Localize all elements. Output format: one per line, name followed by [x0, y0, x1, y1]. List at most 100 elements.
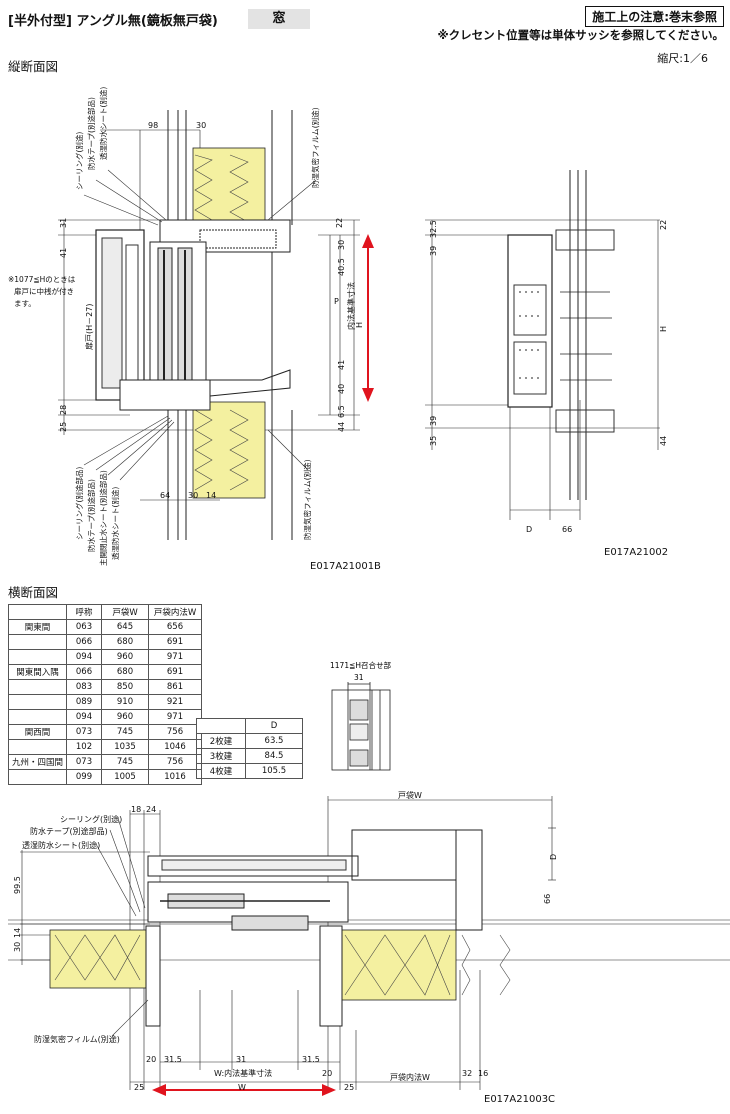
- table-cell: [7, 679, 68, 695]
- dim-98: 98: [148, 121, 158, 130]
- h-label-film: 防湿気密フィルム(別途): [34, 1034, 120, 1044]
- h-dim-25b: 25: [344, 1083, 354, 1092]
- table-cell: 九州・四国間: [7, 754, 68, 770]
- table-cell: [7, 694, 68, 710]
- note-line-1: ※1077≦Hのときは: [8, 275, 76, 284]
- table-cell: [7, 709, 68, 725]
- scale-label: 縮尺:1／6: [657, 52, 708, 65]
- label-sheet-3: 透湿防水シート(別途): [110, 487, 120, 560]
- dim-40-5: 40.5: [337, 258, 346, 276]
- drawing-code-3: E017A21003C: [484, 1094, 556, 1105]
- h-label-sheet: 透湿防水シート(別途): [22, 840, 100, 850]
- table-cell: 850: [101, 679, 150, 695]
- dim-28: 28: [59, 405, 68, 415]
- h-dim-18: 18: [131, 805, 141, 814]
- table-cell: 84.5: [245, 748, 303, 764]
- table-header-row: D: [196, 718, 303, 734]
- table-cell: 1016: [148, 769, 203, 785]
- table-header-cell: 戸袋内法W: [148, 604, 203, 620]
- table-cell: 083: [66, 679, 103, 695]
- table-cell: 960: [101, 709, 150, 725]
- table-cell: 921: [148, 694, 203, 710]
- h-dim-31-5b: 31.5: [302, 1055, 320, 1064]
- table-cell: 63.5: [245, 733, 303, 749]
- h-dim-16: 16: [478, 1069, 488, 1078]
- dim-41b: 41: [337, 360, 346, 370]
- note-line-2: 扉戸に中桟が付き: [14, 286, 74, 296]
- table-cell: 4枚建: [196, 763, 246, 779]
- label-film-2: 防湿気密フィルム(別途): [302, 459, 312, 540]
- table-cell: 094: [66, 649, 103, 665]
- table-cell: 910: [101, 694, 150, 710]
- table-header-row: 呼称 戸袋W 戸袋内法W: [7, 604, 203, 620]
- table-cell: [7, 739, 68, 755]
- h-dim-99-5: 99.5: [13, 876, 22, 894]
- table-cell: 1005: [101, 769, 150, 785]
- dim-30b: 30: [337, 240, 346, 250]
- opening-label: 扉戸(H－27): [84, 304, 94, 350]
- dim-40: 40: [337, 384, 346, 394]
- dim-22b: 22: [659, 220, 668, 230]
- h-dim-25: 25: [134, 1083, 144, 1092]
- table-cell: 756: [148, 754, 203, 770]
- table-cell: 861: [148, 679, 203, 695]
- h-dim-66: 66: [543, 894, 552, 904]
- label-sealing-2: シーリング(別途部品): [74, 467, 84, 540]
- drawing-code-2: E017A21002: [604, 547, 669, 558]
- drawing-code-1: E017A21001B: [310, 561, 381, 572]
- vertical-section-title: 縦断面図: [8, 59, 59, 74]
- dim-66: 66: [562, 525, 572, 534]
- table-header-cell: 戸袋W: [101, 604, 150, 620]
- notice-box: 施工上の注意:巻末参照: [585, 6, 724, 27]
- dim-h: H: [355, 322, 364, 328]
- h-dim-32: 32: [462, 1069, 472, 1078]
- table-header-cell: D: [245, 718, 303, 734]
- table-cell: 105.5: [245, 763, 303, 779]
- dim-35: 35: [429, 436, 438, 446]
- h-label-inner-w: W:内法基準寸法: [214, 1068, 272, 1078]
- dim-30-top: 30: [196, 121, 206, 130]
- h-dim-31: 31: [236, 1055, 246, 1064]
- h-dim-14: 14: [13, 928, 22, 938]
- dim-39: 39: [429, 246, 438, 256]
- table-cell: 680: [101, 634, 150, 650]
- meeting-rail-detail: 1171≦H召合せ部 31: [330, 660, 392, 771]
- table-cell: 960: [101, 649, 150, 665]
- dim-25: 25: [59, 422, 68, 432]
- table-cell: 089: [66, 694, 103, 710]
- table-cell: 1035: [101, 739, 150, 755]
- dim-31-top: 31: [354, 673, 364, 682]
- table-cell: 066: [66, 634, 103, 650]
- notice-subtext: ※クレセント位置等は単体サッシを参照してください。: [437, 28, 725, 42]
- table-cell: 関東間入隅: [7, 664, 68, 680]
- dim-44: 44: [337, 422, 346, 432]
- h-dim-20b: 20: [322, 1069, 332, 1078]
- table-cell: 3枚建: [196, 748, 246, 764]
- table-header-cell: [7, 604, 68, 620]
- table-cell: 063: [66, 619, 103, 635]
- h-label-d: D: [549, 854, 558, 860]
- table-cell: 971: [148, 709, 203, 725]
- label-sheet: 透湿防水シート(別途): [98, 87, 108, 160]
- table-cell: 102: [66, 739, 103, 755]
- h-label-tape: 防水テープ(別途部品): [30, 826, 108, 836]
- table-cell: 756: [148, 724, 203, 740]
- dim-p: P: [334, 297, 339, 306]
- note-line-3: ます。: [14, 299, 36, 308]
- label-tape: 防水テープ(別途部品): [86, 97, 96, 170]
- dim-31: 31: [59, 218, 68, 228]
- label-film: 防湿気密フィルム(別途): [310, 107, 320, 188]
- table-cell: 073: [66, 724, 103, 740]
- h-dim-24: 24: [146, 805, 156, 814]
